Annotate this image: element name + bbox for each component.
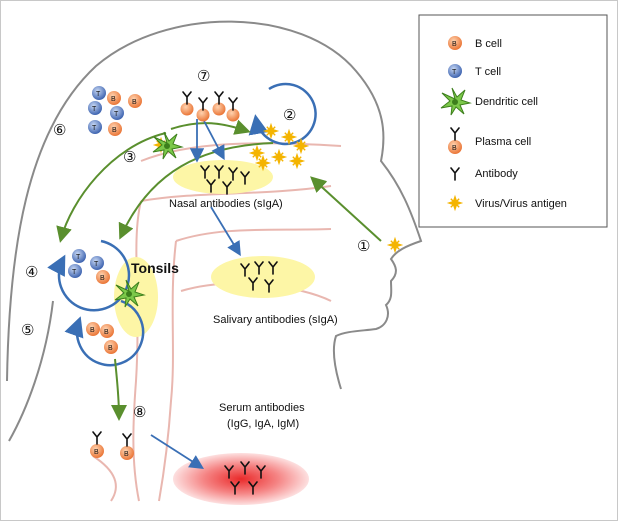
legend: B B cell T T cell Dendritic cell B Plasm… [418, 14, 608, 228]
step-8: ⑧ [133, 404, 146, 421]
svg-text:B cell: B cell [475, 38, 502, 50]
svg-text:Virus/Virus antigen: Virus/Virus antigen [475, 198, 567, 210]
svg-text:T: T [114, 111, 119, 118]
svg-text:B: B [104, 329, 109, 336]
svg-text:T: T [94, 261, 99, 268]
step-1: ① [357, 238, 370, 255]
legend-dendritic-cell: Dendritic cell [440, 87, 538, 116]
svg-text:T: T [76, 254, 81, 261]
legend-t-cell: T T cell [448, 64, 501, 78]
svg-text:T: T [92, 125, 97, 132]
svg-text:Dendritic cell: Dendritic cell [475, 96, 538, 108]
svg-text:T: T [72, 269, 77, 276]
serum-cloud [173, 453, 309, 505]
step-2: ② [283, 107, 296, 124]
svg-text:T: T [96, 91, 101, 98]
svg-text:T: T [92, 106, 97, 113]
svg-text:B: B [111, 96, 116, 103]
legend-b-cell: B B cell [448, 36, 502, 50]
circle-arrow-4 [47, 239, 131, 312]
blue-arrows [150, 118, 241, 469]
green-arrows [56, 119, 382, 421]
cell-cluster-6: T B B T T T B [88, 86, 142, 136]
legend-virus: Virus/Virus antigen [448, 196, 567, 210]
svg-text:B: B [124, 451, 129, 458]
svg-text:B: B [100, 275, 105, 282]
serum-antibodies-classes: (IgG, IgA, IgM) [227, 418, 299, 430]
legend-plasma-cell: B Plasma cell [448, 127, 531, 154]
step-6: ⑥ [53, 122, 66, 139]
svg-text:B: B [112, 127, 117, 134]
svg-text:B: B [108, 345, 113, 352]
neck-back-outline [8, 300, 54, 442]
svg-text:B: B [132, 99, 137, 106]
svg-text:B: B [452, 41, 457, 48]
svg-text:B: B [90, 327, 95, 334]
step-5: ⑤ [21, 322, 34, 339]
tonsils-label: Tonsils [131, 260, 179, 276]
salivary-mucosa [211, 256, 315, 298]
nasal-mucosa [173, 160, 273, 194]
cell-cluster-4: T T T B [68, 249, 110, 284]
plasma-cells-8: B B [90, 431, 134, 460]
svg-text:Antibody: Antibody [475, 168, 518, 180]
salivary-antibodies-label: Salivary antibodies (sIgA) [213, 314, 338, 326]
step-4: ④ [25, 264, 38, 281]
step-3: ③ [123, 149, 136, 166]
nasal-antibodies-label: Nasal antibodies (sIgA) [169, 198, 283, 210]
plasma-cells-7 [180, 91, 240, 122]
circle-arrow-2 [248, 82, 317, 146]
svg-text:T: T [452, 69, 457, 76]
serum-antibodies-label: Serum antibodies [219, 402, 305, 414]
legend-antibody: Antibody [450, 167, 518, 181]
circle-arrow-5 [64, 299, 145, 367]
step-7: ⑦ [197, 68, 210, 85]
head-outline [6, 20, 423, 390]
cell-cluster-5: B B B [86, 322, 118, 354]
svg-text:Plasma cell: Plasma cell [475, 136, 531, 148]
svg-text:B: B [452, 145, 457, 152]
svg-text:T cell: T cell [475, 66, 501, 78]
svg-text:B: B [94, 449, 99, 456]
